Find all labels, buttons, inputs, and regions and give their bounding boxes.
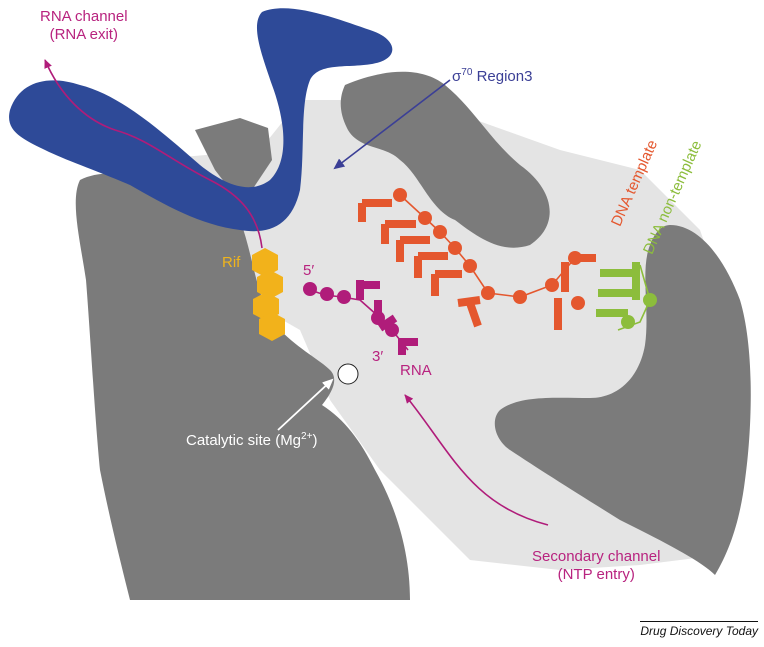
sigma-region-text: Region3 [477,68,533,85]
rna-label: RNA [400,362,432,380]
sigma-superscript: 70 [461,67,472,78]
sigma-region3-label: σ70 Region3 [452,64,532,86]
source-credit: Drug Discovery Today [640,621,758,638]
five-prime-label: 5′ [303,262,314,280]
secondary-channel-label: Secondary channel (NTP entry) [532,548,660,584]
catalytic-site-icon [338,364,358,384]
catalytic-superscript: 2+ [301,431,312,442]
secondary-line2: (NTP entry) [532,566,660,584]
catalytic-site-label: Catalytic site (Mg2+) [186,428,317,450]
rna-channel-line2: (RNA exit) [40,26,128,44]
catalytic-close: ) [312,432,317,449]
rna-channel-line1: RNA channel [40,8,128,26]
catalytic-text: Catalytic site (Mg [186,432,301,449]
rna-channel-label: RNA channel (RNA exit) [40,8,128,44]
sigma-symbol: σ [452,68,461,85]
secondary-line1: Secondary channel [532,548,660,566]
rif-label: Rif [222,254,240,272]
three-prime-label: 3′ [372,348,383,366]
